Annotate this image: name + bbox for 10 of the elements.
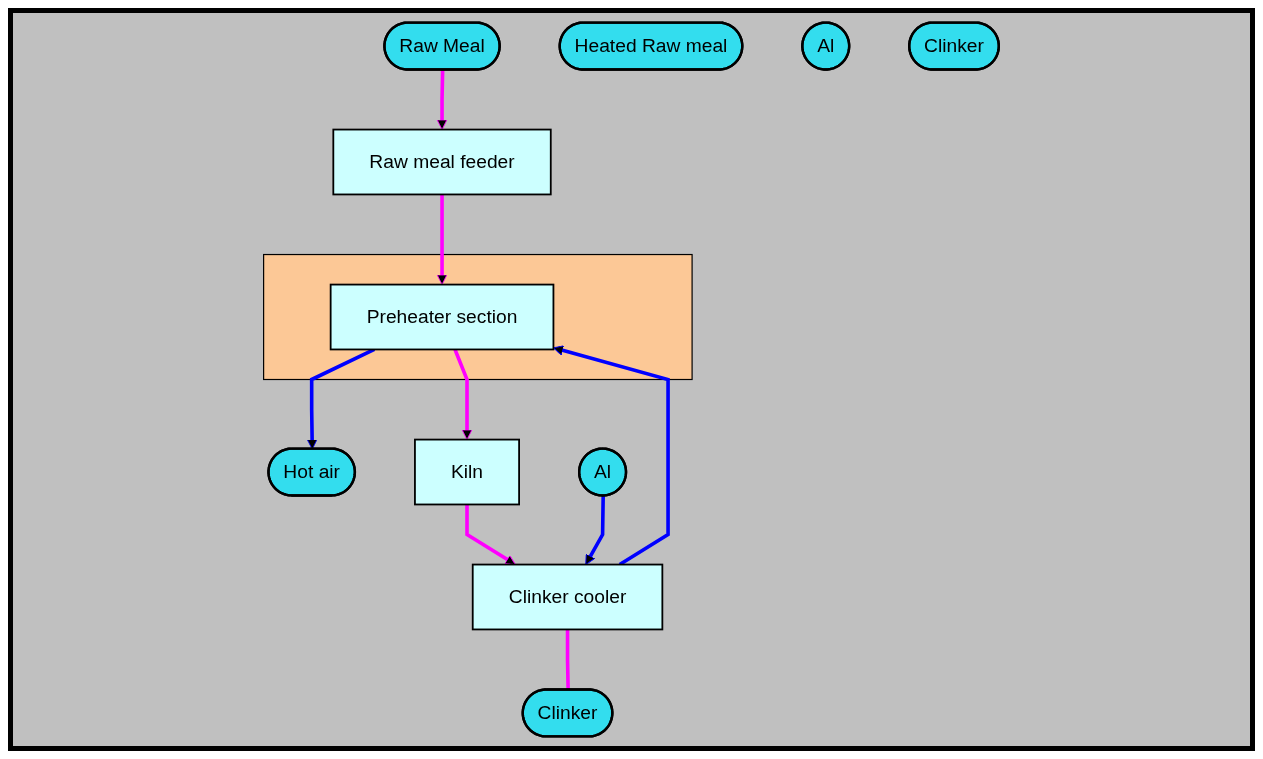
arrow <box>437 70 448 131</box>
arrow <box>453 348 473 441</box>
cluster <box>263 253 693 381</box>
arrow <box>437 194 448 286</box>
node-box: Kiln <box>414 438 521 506</box>
node-box: Preheater section <box>330 283 555 351</box>
arrow <box>465 504 517 566</box>
node-box: Clinker cooler <box>472 563 664 631</box>
node-box: Raw meal feeder <box>332 128 552 196</box>
arrow <box>585 496 606 566</box>
